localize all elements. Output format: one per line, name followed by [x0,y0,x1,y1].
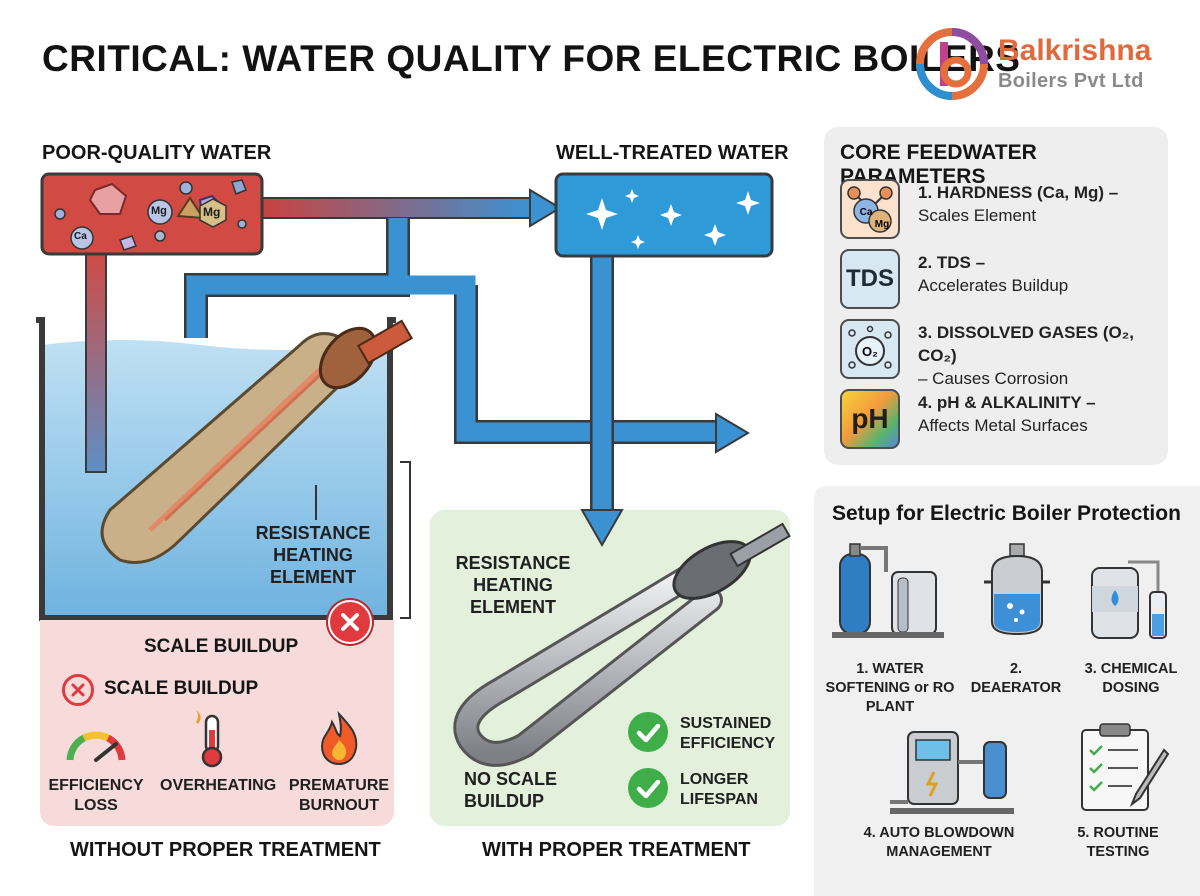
treated-water-heading: WELL-TREATED WATER [556,142,789,164]
setup-label-dosing: 3. CHEMICAL DOSING [1084,661,1178,696]
company-subtitle: Boilers Pvt Ltd [998,70,1144,92]
gas-icon-text: O₂ [862,344,878,359]
transfer-pipe [261,197,533,219]
effect-premature-burnout: PREMATURE BURNOUT [288,777,390,814]
parameter-hardness-desc: Scales Element [918,206,1037,225]
particle-label-mg-2: Mg [203,205,221,219]
poor-water-pipe [85,249,107,473]
dissolved-gas-icon: O₂ [840,319,900,379]
hardness-icon-ca: Ca [860,207,873,218]
setup-label-deaerator: 2. DEAERATOR [970,661,1062,696]
check-efficiency-icon [628,712,668,752]
setup-card: Setup for Electric Boiler Protection 1. … [814,486,1200,896]
without-treatment-caption: WITHOUT PROPER TREATMENT [70,839,381,861]
with-treatment-caption: WITH PROPER TREATMENT [482,839,751,861]
auto-blowdown-icon [890,731,1014,814]
poor-water-heading: POOR-QUALITY WATER [42,142,272,164]
ph-icon: pH [840,389,900,449]
clean-element-label: RESISTANCE HEATING ELEMENT [455,553,571,617]
warning-x-icon [328,600,372,644]
check-lifespan-icon [628,768,668,808]
page-title: CRITICAL: WATER QUALITY FOR ELECTRIC BOI… [42,38,1021,79]
core-parameters-card: CORE FEEDWATER PARAMETERS Ca Mg 1. HARDN… [824,127,1168,465]
setup-label-softening: 1. WATER SOFTENING or RO PLANT [825,661,955,715]
parameter-gases-title: 3. DISSOLVED GASES (O₂, CO₂) [918,323,1135,365]
parameter-tds-desc: Accelerates Buildup [918,276,1069,295]
parameter-row-tds: TDS 2. TDS – Accelerates Buildup [840,249,1160,311]
particle-label-mg: Mg [151,205,167,217]
hardness-molecule-icon: Ca Mg [840,179,900,239]
parameter-hardness-title: 1. HARDNESS (Ca, Mg) – [918,183,1119,202]
flame-icon [320,710,358,766]
tank-wall [36,317,396,621]
setup-label-blowdown: 4. AUTO BLOWDOWN MANAGEMENT [863,825,1015,860]
tds-icon: TDS [840,249,900,309]
benefit-sustained-efficiency: SUSTAINED EFFICIENCY [680,715,776,752]
effect-efficiency-loss: EFFICIENCY LOSS [48,777,144,814]
clean-heating-element [453,522,791,767]
ph-icon-text: pH [851,403,889,434]
water-softener-icon [832,543,944,638]
company-name: Balkrishna [998,34,1152,67]
parameter-row-ph: pH 4. pH & ALKALINITY – Affects Metal Sur… [840,389,1160,451]
gauge-icon [66,731,126,762]
particle-label-ca: Ca [74,231,87,242]
benefit-longer-lifespan: LONGER LIFESPAN [680,771,758,808]
parameter-row-gases: O₂ 3. DISSOLVED GASES (O₂, CO₂) – Causes … [840,319,1160,388]
scaled-element-label: RESISTANCE HEATING ELEMENT [255,523,371,587]
parameter-tds-title: 2. TDS – [918,253,986,272]
arrow-right [715,412,750,454]
setup-label-testing: 5. ROUTINE TESTING [1077,825,1159,860]
setup-heading: Setup for Electric Boiler Protection [832,502,1181,525]
parameter-ph-desc: Affects Metal Surfaces [918,416,1088,435]
chemical-dosing-icon [1091,560,1167,639]
parameter-gases-desc: – Causes Corrosion [918,369,1069,388]
effect-overheating: OVERHEATING [160,777,277,794]
sparkles [586,189,760,249]
parameter-ph-title: 4. pH & ALKALINITY – [918,393,1096,412]
arrow-down [580,509,624,548]
arrow-to-treated [529,188,562,228]
routine-testing-icon [1081,723,1170,811]
no-scale-label: NO SCALE BUILDUP [464,769,558,811]
parameter-row-hardness: Ca Mg 1. HARDNESS (Ca, Mg) – Scales Eleme… [840,179,1160,241]
scaled-heating-element [100,319,414,564]
hardness-icon-mg: Mg [875,219,889,230]
scale-warning-label: SCALE BUILDUP [104,678,259,699]
company-logo-icon [916,28,988,100]
tds-icon-text: TDS [846,265,894,292]
scale-x-icon [62,674,94,706]
thermometer-icon [196,710,223,768]
deaerator-icon [984,543,1050,636]
scale-buildup-label: SCALE BUILDUP [144,636,299,657]
